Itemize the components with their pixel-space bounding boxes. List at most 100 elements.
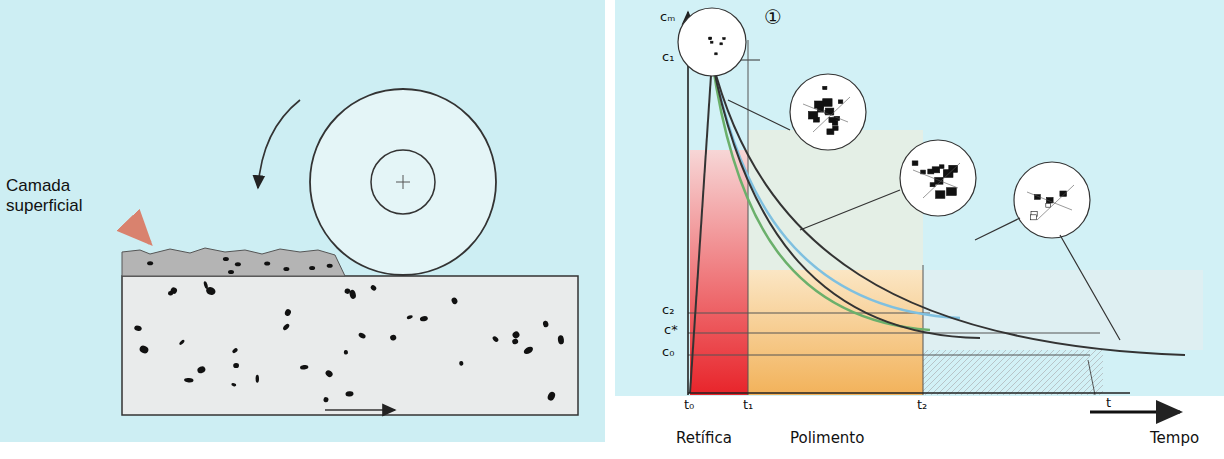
zoom-circle: [900, 140, 976, 216]
inclusion: [147, 261, 153, 265]
time-arrow: [1090, 411, 1180, 414]
inclusion: [233, 363, 239, 368]
inclusion: [420, 316, 429, 322]
axis-label: cₘ: [660, 10, 675, 25]
inclusion: [451, 297, 459, 306]
zoom-circle: [678, 8, 746, 76]
microstructure-circles: [678, 8, 1090, 238]
leader-arrow: [130, 222, 150, 243]
hatched-region: [923, 350, 1103, 395]
grain: [936, 191, 945, 199]
inclusion: [264, 262, 270, 266]
inclusions: [134, 257, 565, 403]
inclusion: [358, 332, 367, 340]
inclusion: [546, 391, 556, 402]
inclusion: [284, 308, 292, 317]
inclusion: [283, 267, 289, 271]
inclusion: [223, 257, 229, 261]
dislocation-line: [1027, 185, 1074, 220]
inclusion: [557, 335, 564, 345]
phase-label: Retífica: [676, 430, 732, 447]
feed-arrow: [325, 409, 395, 411]
layer-label: Camada superficial: [6, 176, 126, 215]
end-tick: [1088, 360, 1095, 395]
inclusion: [542, 320, 549, 328]
grain: [1046, 203, 1051, 207]
grain: [823, 99, 832, 107]
grain: [912, 161, 918, 166]
axis-label: c₁: [662, 50, 674, 65]
inclusion: [512, 338, 519, 345]
inclusion: [256, 375, 259, 383]
inclusion: [282, 323, 290, 332]
grain: [832, 121, 838, 125]
grain: [720, 43, 723, 45]
inclusion: [231, 347, 238, 354]
inclusion: [327, 264, 333, 268]
inclusion: [406, 315, 413, 320]
decay-curve: [712, 60, 980, 338]
dislocation-line: [913, 163, 960, 198]
grain: [709, 37, 712, 39]
grain: [817, 107, 823, 112]
inclusion: [370, 284, 378, 292]
left-panel: [0, 0, 605, 442]
inclusion: [345, 391, 353, 397]
inclusion: [389, 334, 397, 341]
grain: [928, 169, 934, 174]
workpiece: [122, 276, 578, 415]
rise-curve: [690, 60, 712, 393]
inclusion: [523, 345, 535, 355]
decay-curve: [712, 60, 1185, 355]
dislocation-line: [803, 97, 850, 132]
axis-title: Tempo: [1150, 430, 1199, 447]
inclusion: [196, 365, 206, 374]
inclusion: [184, 378, 194, 383]
inclusion: [134, 325, 143, 332]
right-panel: [615, 0, 1224, 396]
inclusion: [324, 369, 334, 378]
inclusion: [511, 330, 521, 340]
axis-label: c₀: [662, 345, 674, 360]
leader-lines: [728, 100, 1120, 340]
inclusion: [300, 365, 309, 371]
grain: [709, 38, 712, 40]
inclusion: [309, 266, 315, 270]
level-lines: [688, 313, 1100, 355]
phase-label: Polimento: [790, 430, 864, 447]
grain: [940, 165, 945, 169]
wheel-hub: [371, 150, 435, 214]
inclusion: [492, 335, 500, 343]
axis-label: c*: [664, 323, 678, 338]
x-axis: [688, 392, 1130, 394]
decay-curve: [712, 60, 930, 330]
inclusion: [228, 270, 234, 274]
y-axis: [687, 12, 689, 395]
inclusion: [179, 339, 186, 346]
grain: [823, 86, 827, 89]
time-lines: [748, 40, 923, 395]
grain: [930, 183, 935, 187]
grain: [711, 41, 714, 43]
surface-layer: [122, 248, 345, 276]
axis-label: c₂: [662, 303, 674, 318]
callout-number: ①: [764, 6, 782, 29]
zoom-circle: [790, 74, 866, 150]
axis-label: t: [1106, 396, 1111, 411]
inclusion: [459, 361, 464, 366]
inclusion: [235, 262, 241, 266]
wheel-center: [396, 175, 410, 189]
grain: [808, 112, 817, 120]
axis-label: t₂: [917, 398, 927, 413]
rotation-arrow: [258, 100, 300, 188]
axis-label: t₁: [743, 398, 753, 413]
inclusion: [168, 291, 174, 296]
inclusion: [344, 288, 351, 294]
inclusion: [138, 344, 149, 354]
zoom-circle: [1014, 162, 1090, 238]
grain: [827, 129, 834, 135]
inclusion: [231, 383, 237, 387]
inclusion: [203, 281, 209, 289]
